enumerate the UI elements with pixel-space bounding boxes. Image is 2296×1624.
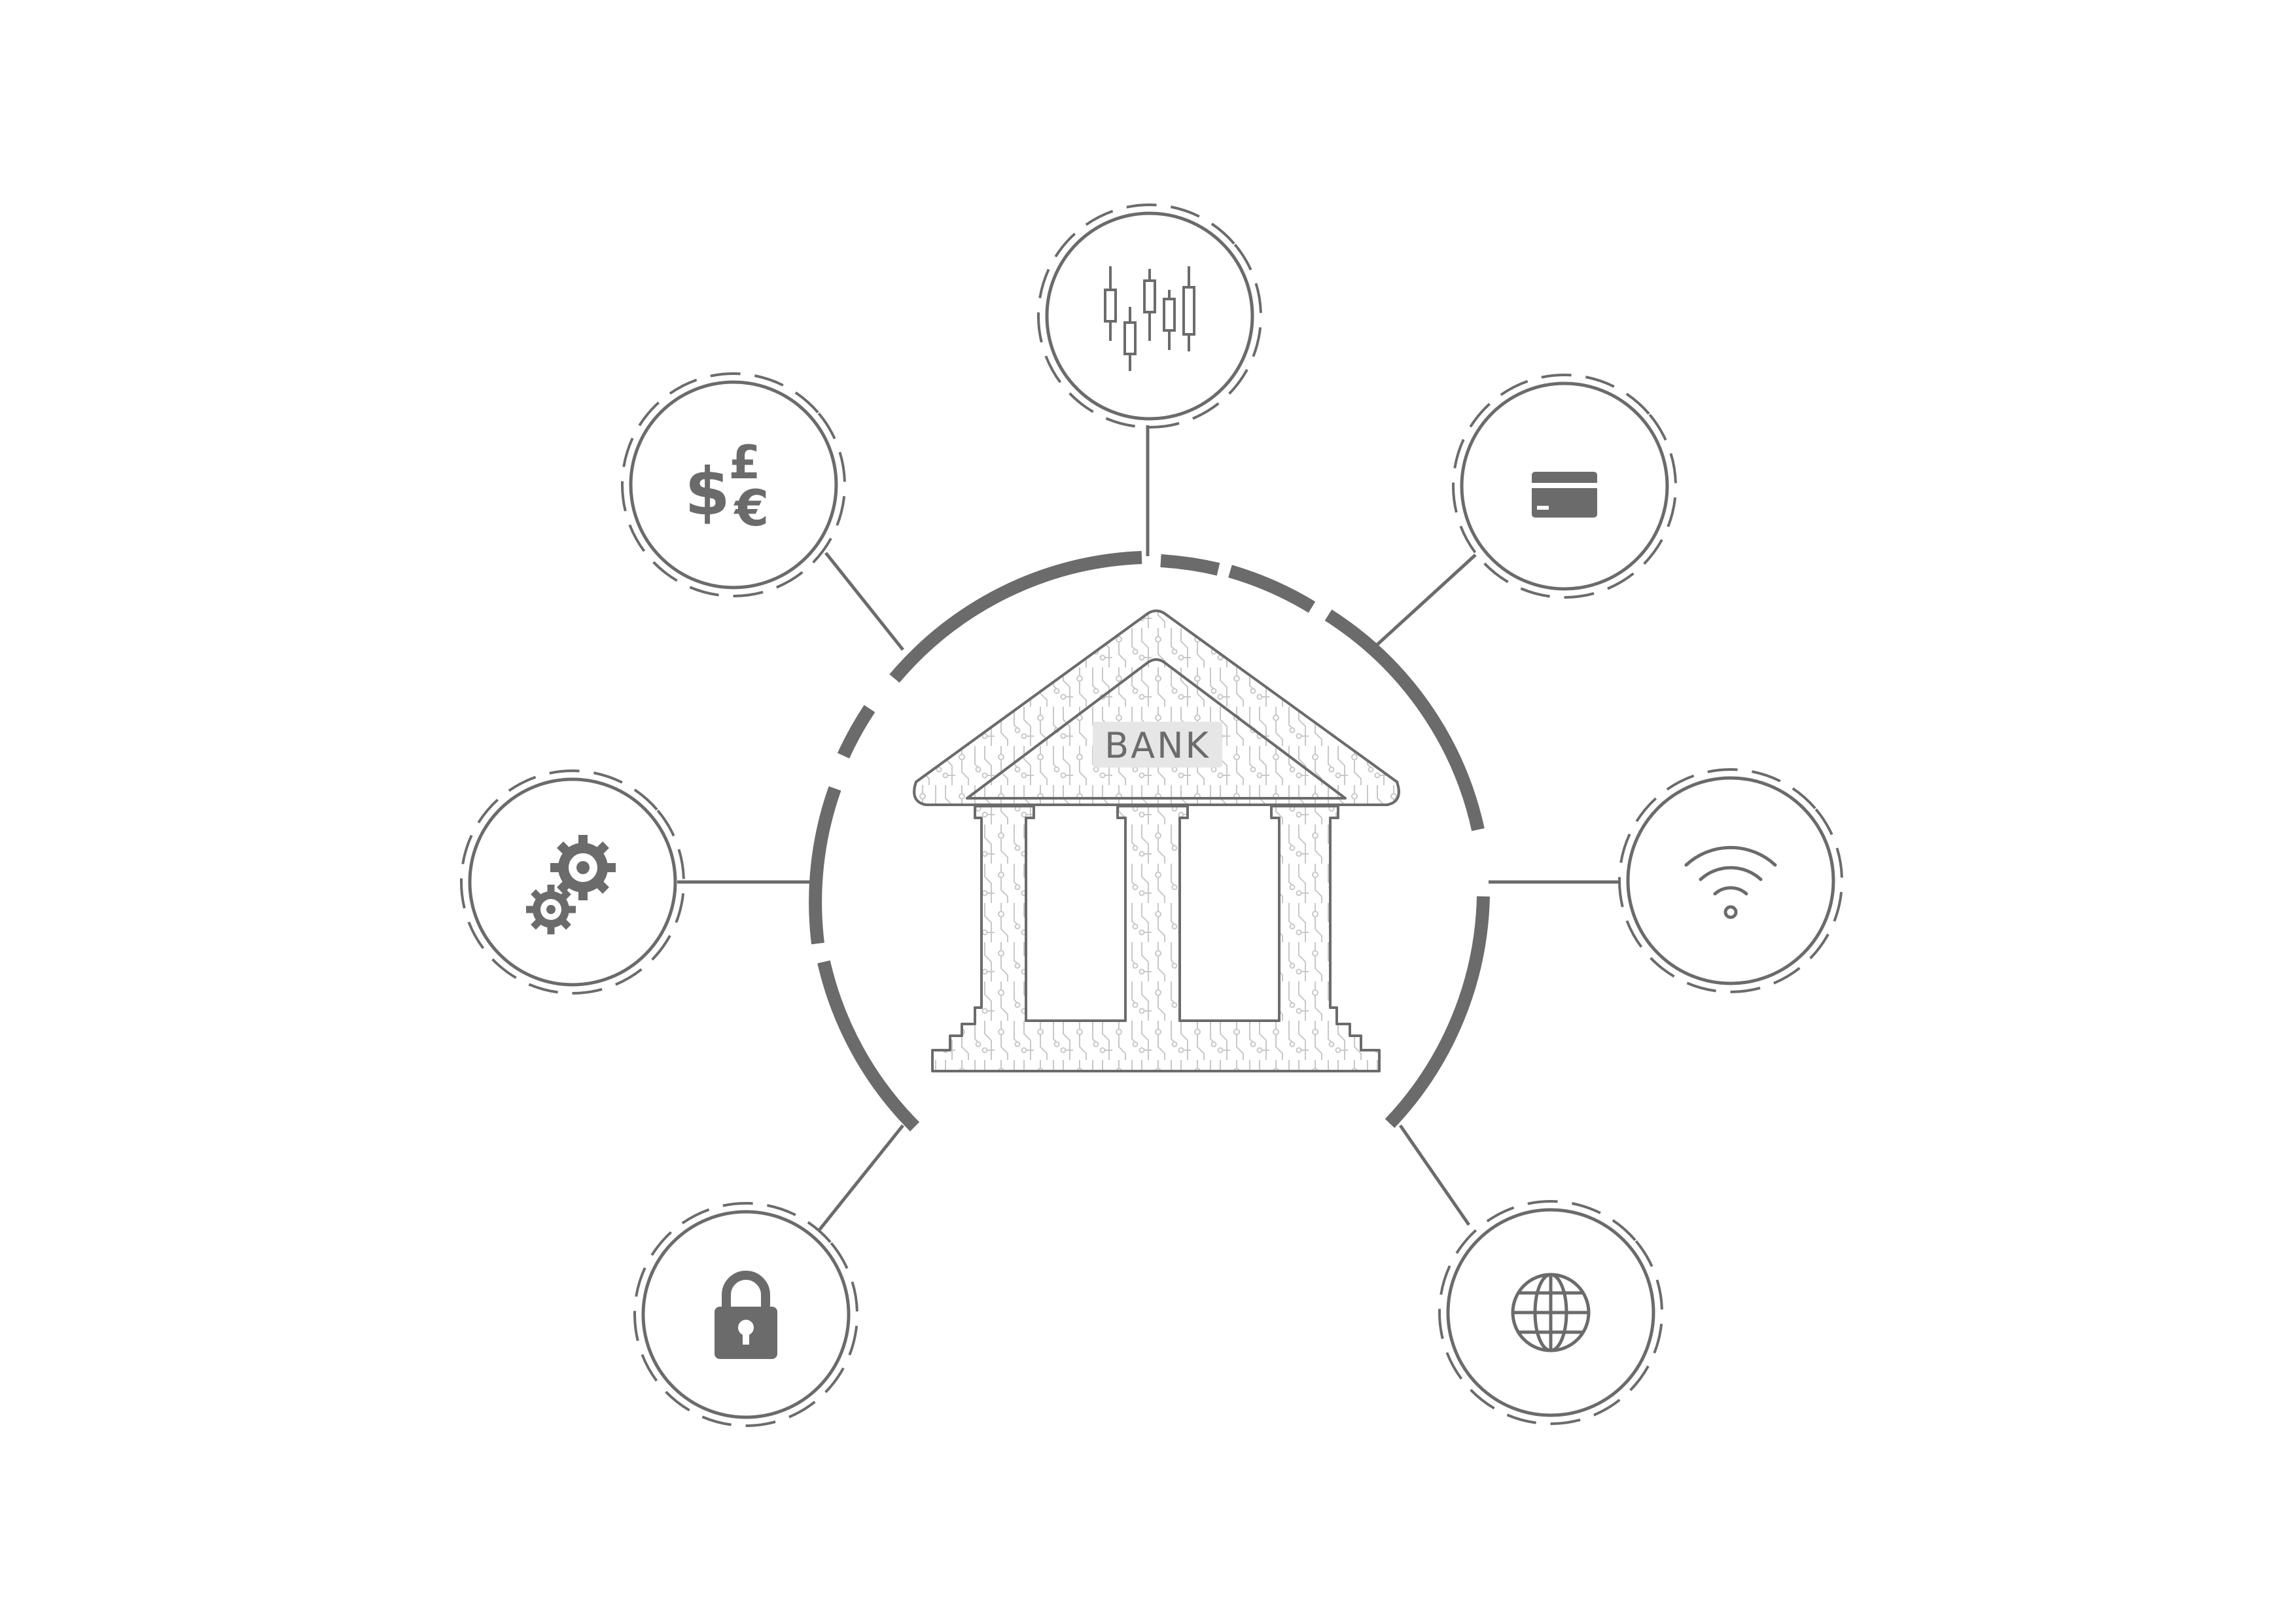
node-credit-card[interactable]	[1407, 329, 1721, 643]
gears-icon	[526, 835, 616, 934]
euro-glyph: €	[733, 479, 769, 537]
connector-top-left	[824, 552, 904, 651]
connector-bottom-left	[818, 1124, 904, 1231]
credit-card-icon	[1532, 472, 1597, 518]
central-ring	[809, 551, 1490, 1132]
bank-body-texture	[931, 805, 1381, 1072]
large-gear	[550, 835, 616, 900]
node-global[interactable]	[1394, 1156, 1707, 1469]
node-dashed-ring	[1452, 374, 1677, 599]
node-currency[interactable]: $ £ €	[576, 328, 890, 641]
bank-label: BANK	[1104, 725, 1210, 766]
currency-exchange-icon: $ £ €	[684, 436, 769, 537]
ring-segment	[1324, 609, 1485, 832]
ring-segment	[817, 960, 920, 1132]
ring-segment	[1160, 554, 1220, 576]
ring-segment	[837, 705, 875, 759]
node-security[interactable]	[589, 1157, 902, 1471]
ring-segment	[809, 786, 841, 945]
connector-bottom-right	[1398, 1124, 1471, 1226]
ring-segment	[1228, 565, 1316, 613]
small-gear	[526, 885, 576, 934]
bank-building-icon: BANK	[913, 609, 1400, 1072]
wifi-icon	[1684, 845, 1777, 919]
dollar-glyph: $	[684, 453, 730, 530]
connector-lines	[677, 425, 1619, 1231]
pound-glyph: £	[729, 436, 761, 489]
node-dashed-ring	[621, 372, 846, 597]
connector-top-right	[1376, 554, 1477, 646]
candlestick-chart-icon	[1104, 266, 1195, 371]
ring-segment	[1385, 896, 1490, 1128]
padlock-icon	[715, 1271, 777, 1359]
node-stock-chart[interactable]	[993, 159, 1306, 472]
bank-label-plate	[1093, 722, 1222, 768]
ring-segment	[889, 551, 1142, 683]
globe-icon	[1511, 1273, 1591, 1352]
node-circle	[629, 380, 838, 590]
node-wireless[interactable]	[1574, 724, 1887, 1037]
node-circle	[1626, 776, 1835, 985]
